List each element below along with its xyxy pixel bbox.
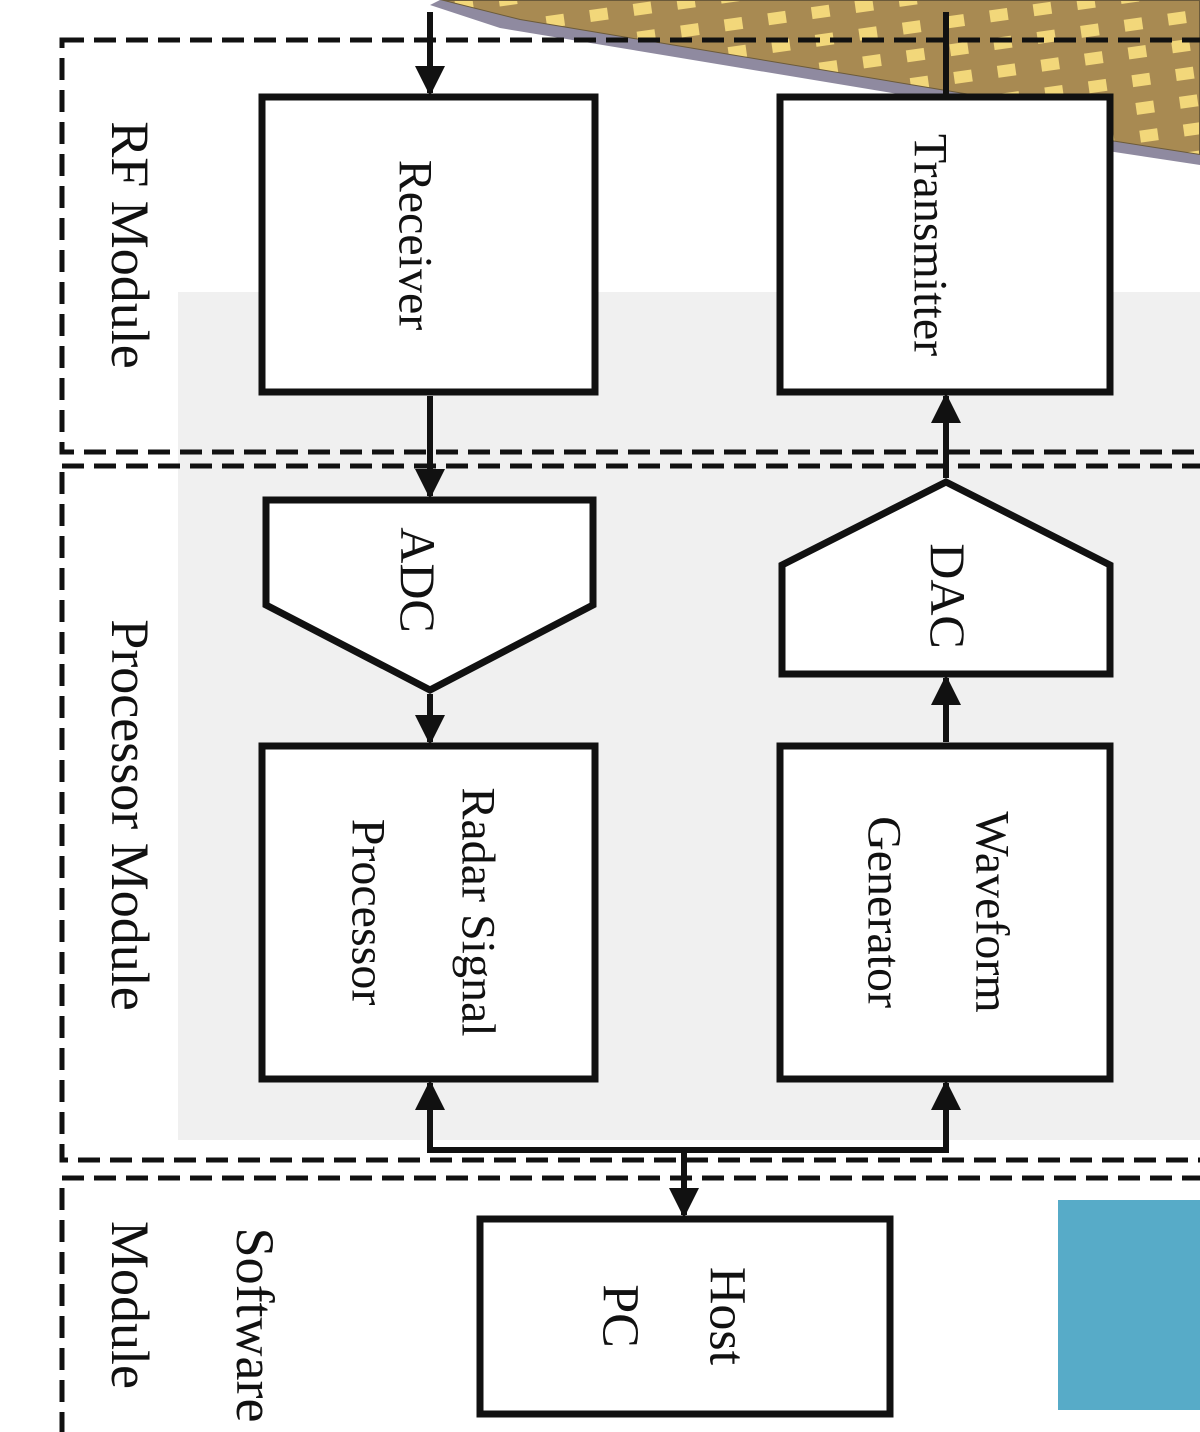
receiver-label: Receiver bbox=[389, 160, 442, 331]
receiver-block bbox=[258, 93, 599, 396]
adc-label: ADC bbox=[390, 527, 446, 633]
processor-module-boundary bbox=[59, 463, 1200, 1163]
software-module-label-line1: Software bbox=[225, 1228, 285, 1423]
waveform-generator-label-line2: Generator bbox=[858, 816, 911, 1008]
adc-block bbox=[262, 496, 597, 694]
software-module-boundary bbox=[59, 1175, 1200, 1432]
transmitter-label: Transmitter bbox=[904, 134, 957, 356]
host-pc-block bbox=[476, 1215, 894, 1418]
host-pc-label-line1: Host bbox=[699, 1267, 756, 1366]
waveform-generator-block bbox=[776, 742, 1114, 1083]
host-pc-label-line2: PC bbox=[592, 1284, 649, 1348]
accent-box bbox=[1058, 1200, 1200, 1410]
radar-signal-processor-label-line2: Processor bbox=[342, 819, 395, 1006]
radar-signal-processor-label-line1: Radar Signal bbox=[452, 787, 505, 1036]
dac-block bbox=[778, 478, 1114, 678]
rf-module-label: RF Module bbox=[100, 121, 160, 369]
arrow-bus-to-processor bbox=[415, 1080, 684, 1153]
waveform-generator-label-line1: Waveform bbox=[966, 811, 1019, 1012]
transmitter-block bbox=[776, 93, 1114, 396]
radar-signal-processor-block bbox=[258, 742, 599, 1083]
processor-module-label: Processor Module bbox=[100, 619, 160, 1010]
dac-label: DAC bbox=[920, 543, 976, 649]
arrow-bus-to-generator bbox=[684, 1080, 961, 1153]
software-module-label-line2: Module bbox=[100, 1221, 160, 1389]
rf-module-boundary bbox=[59, 37, 1200, 455]
